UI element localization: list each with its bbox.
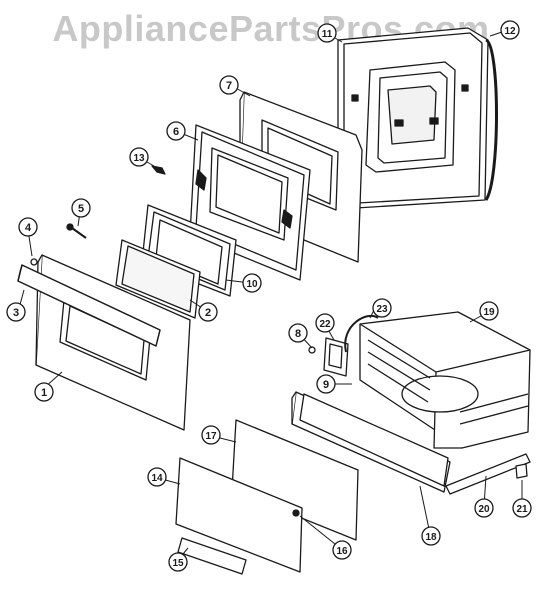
callout-label: 21: [516, 504, 528, 515]
callout-label: 7: [226, 80, 232, 92]
callout-circle: [500, 20, 520, 40]
callout-circle: [332, 540, 352, 560]
callout-circle: [198, 302, 218, 322]
callout-label: 6: [173, 126, 179, 138]
callout-label: 22: [319, 319, 331, 330]
callout-label: 2: [205, 307, 211, 319]
callout-circle: [147, 467, 167, 487]
callout-23: 23: [372, 298, 392, 318]
callout-circle: [479, 301, 499, 321]
callout-label: 13: [133, 153, 145, 164]
part-trim: [177, 537, 247, 575]
callout-4: 4: [18, 217, 38, 237]
callout-label: 14: [151, 473, 163, 484]
callout-8: 8: [288, 323, 308, 343]
part-window-glass: [115, 239, 201, 319]
callout-label: 8: [295, 328, 301, 340]
callout-12: 12: [500, 20, 520, 40]
callout-3: 3: [6, 302, 26, 322]
callout-16: 16: [332, 540, 352, 560]
part-wire-harness: [344, 314, 379, 353]
callout-label: 23: [376, 304, 388, 315]
part-door-handle: [17, 264, 161, 347]
part-door-inner-frame: [337, 27, 498, 209]
callout-6: 6: [166, 121, 186, 141]
callout-circle: [372, 298, 392, 318]
part-drawer-body: [359, 311, 531, 449]
callout-circle: [71, 198, 91, 218]
callout-label: 18: [425, 532, 437, 543]
callout-21: 21: [512, 498, 532, 518]
callout-label: 10: [246, 279, 258, 290]
callout-circle: [242, 273, 262, 293]
part-screw-16: [292, 509, 300, 517]
part-drawer-bracket: [323, 337, 349, 377]
callout-label: 15: [172, 558, 184, 569]
part-kick-panel: [175, 457, 303, 573]
part-small-bracket: [515, 463, 528, 479]
callout-label: 12: [504, 26, 516, 37]
callout-2: 2: [198, 302, 218, 322]
callout-circle: [6, 302, 26, 322]
callout-label: 17: [205, 431, 217, 442]
callout-15: 15: [168, 552, 188, 572]
part-window-frame: [141, 204, 237, 297]
callout-circle: [288, 323, 308, 343]
callout-circle: [317, 23, 337, 43]
callout-label: 11: [322, 29, 333, 40]
callout-circle: [201, 425, 221, 445]
callout-9: 9: [316, 374, 336, 394]
callout-label: 4: [25, 222, 32, 234]
callout-label: 20: [478, 504, 490, 515]
callout-19: 19: [479, 301, 499, 321]
callout-circle: [315, 313, 335, 333]
callout-11: 11: [317, 23, 337, 43]
callout-label: 3: [13, 307, 19, 319]
callout-circle: [421, 526, 441, 546]
callout-circle: [512, 498, 532, 518]
callout-label: 16: [336, 546, 348, 557]
callout-18: 18: [421, 526, 441, 546]
part-washer: [30, 258, 38, 266]
callout-7: 7: [219, 75, 239, 95]
callout-20: 20: [474, 498, 494, 518]
part-drawer-front: [291, 391, 451, 493]
callout-circle: [316, 374, 336, 394]
part-glide-rail: [445, 453, 531, 495]
callout-circle: [219, 75, 239, 95]
callout-circle: [34, 382, 54, 402]
part-screw: [66, 223, 87, 239]
callout-1: 1: [34, 382, 54, 402]
callout-22: 22: [315, 313, 335, 333]
callout-circle: [168, 552, 188, 572]
callout-13: 13: [129, 147, 149, 167]
callout-circle: [129, 147, 149, 167]
callout-label: 19: [483, 307, 495, 318]
callout-label: 9: [323, 379, 329, 391]
callout-circle: [474, 498, 494, 518]
callout-5: 5: [71, 198, 91, 218]
callout-10: 10: [242, 273, 262, 293]
callout-label: 5: [78, 203, 84, 215]
part-clip: [151, 165, 166, 175]
callout-circle: [18, 217, 38, 237]
callout-circle: [166, 121, 186, 141]
part-drawer-panel: [231, 419, 359, 541]
callout-14: 14: [147, 467, 167, 487]
callout-label: 1: [41, 387, 47, 399]
part-nut: [308, 346, 316, 354]
callout-17: 17: [201, 425, 221, 445]
